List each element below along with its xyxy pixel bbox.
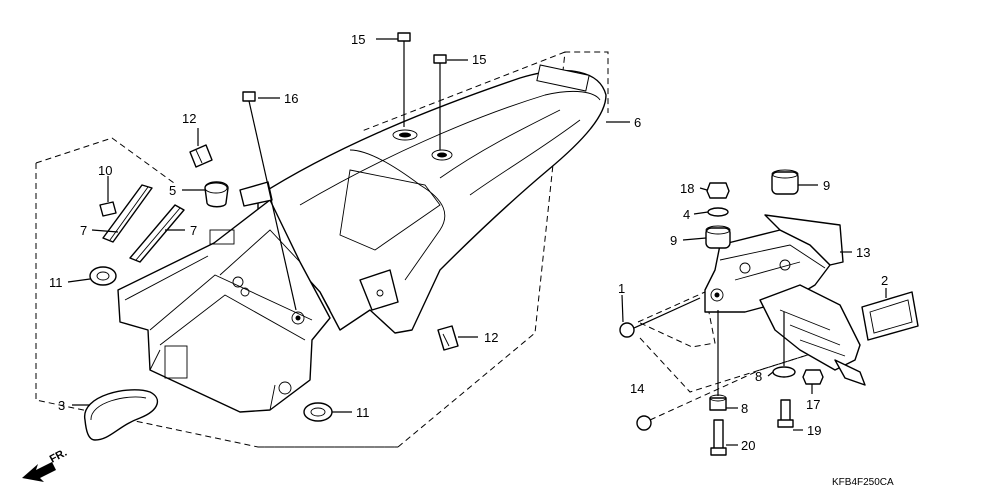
part-17-nut	[802, 369, 824, 385]
lamp-housing	[759, 284, 866, 386]
part-18-nut	[706, 182, 730, 199]
callout-15-a: 15	[351, 32, 365, 47]
callout-6: 6	[634, 115, 641, 130]
callout-8-b: 8	[741, 401, 748, 416]
part-1-screw	[619, 297, 701, 338]
front-direction-arrow: FR.	[22, 447, 69, 482]
callout-12-a: 12	[182, 111, 196, 126]
part-2-reflector	[861, 291, 919, 341]
leader-lines	[67, 38, 887, 446]
callout-19: 19	[807, 423, 821, 438]
part-7-stay-b	[129, 204, 185, 263]
callout-11-a: 11	[49, 275, 63, 290]
callout-17: 17	[806, 397, 820, 412]
part-12-clip-b	[437, 325, 459, 351]
callout-8-a: 8	[755, 369, 762, 384]
part-13-bracket-plate	[764, 214, 844, 266]
part-19-bolt	[777, 399, 794, 428]
callout-15-b: 15	[472, 52, 486, 67]
callout-3: 3	[58, 398, 65, 413]
callout-7-a: 7	[80, 223, 87, 238]
part-12-clip-a	[189, 144, 213, 168]
part-20-bolt	[710, 419, 727, 456]
callout-16: 16	[284, 91, 298, 106]
inner-fender	[117, 181, 331, 413]
callout-14: 14	[630, 381, 644, 396]
callout-labels: 15 15 16 12 6 10 5 7 7 11 18 9 4 9 13 2 …	[49, 32, 888, 453]
part-8-collar-b	[709, 310, 727, 411]
callout-5: 5	[169, 183, 176, 198]
part-4-washer	[707, 207, 729, 217]
callout-12-b: 12	[484, 330, 498, 345]
part-15-bolt-b	[433, 54, 447, 150]
part-9-rubber-b	[705, 225, 731, 249]
callout-1: 1	[618, 281, 625, 296]
part-3-band	[84, 389, 159, 441]
callout-9-a: 9	[823, 178, 830, 193]
part-11-grommet-b	[303, 402, 333, 422]
part-11-grommet-a	[89, 266, 117, 286]
callout-18: 18	[680, 181, 694, 196]
callout-11-b: 11	[356, 405, 370, 420]
group-outline-fender	[35, 51, 609, 448]
part-16-bolt	[242, 91, 297, 311]
callout-20: 20	[741, 438, 755, 453]
callout-2: 2	[881, 273, 888, 288]
callout-13: 13	[856, 245, 870, 260]
part-14-screw	[636, 415, 652, 431]
front-direction-label: FR.	[48, 447, 69, 466]
diagram-code: KFB4F250CA	[832, 477, 894, 488]
callout-4: 4	[683, 207, 690, 222]
part-10-pad	[99, 201, 117, 217]
callout-7-b: 7	[190, 223, 197, 238]
callout-9-b: 9	[670, 233, 677, 248]
part-5-rubber	[204, 181, 229, 208]
part-9-rubber-a	[771, 169, 799, 195]
part-15-bolt-a	[397, 32, 411, 127]
rear-fender	[257, 64, 607, 334]
part-7-stay-a	[102, 184, 153, 243]
callout-10: 10	[98, 163, 112, 178]
part-8-collar-a	[772, 312, 796, 378]
